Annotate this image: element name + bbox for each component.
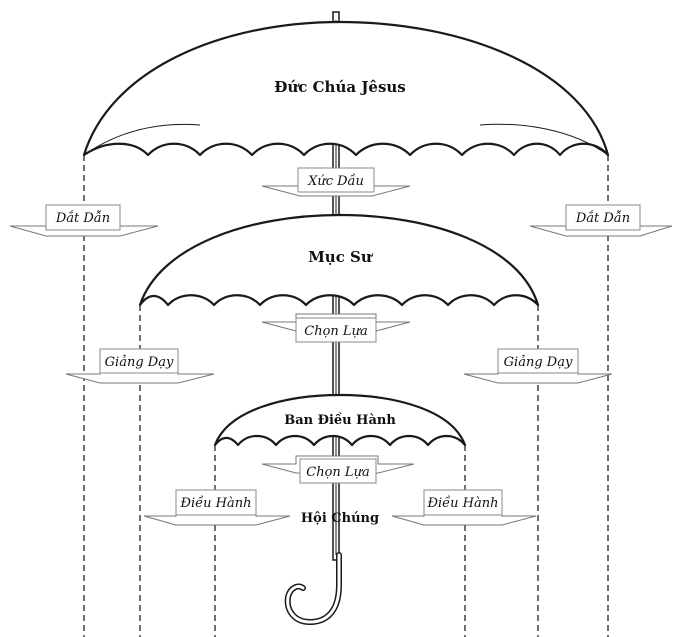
- top-umbrella-title: Đức Chúa Jêsus: [274, 78, 406, 96]
- top-umbrella-canopy: [82, 20, 610, 157]
- lead-left-label: Dắt Dẫn: [55, 210, 110, 226]
- choose-lower-label: Chọn Lựa: [306, 465, 369, 480]
- anoint-label: Xức Dầu: [307, 173, 364, 189]
- middle-umbrella-title: Mục Sư: [308, 248, 374, 266]
- manage-right-label: Điều Hành: [427, 495, 499, 511]
- teach-right-label: Giảng Dạy: [504, 355, 573, 370]
- congregation-title: Hội Chúng: [301, 511, 379, 526]
- teach-left-arrow: Giảng Dạy: [65, 348, 215, 384]
- lead-right-arrow: Dắt Dẫn: [529, 204, 673, 237]
- lead-left-arrow: Dắt Dẫn: [9, 204, 159, 237]
- teach-right-arrow: Giảng Dạy: [463, 348, 613, 384]
- lower-umbrella-canopy: [213, 393, 467, 447]
- choose-middle-arrow: Chọn Lựa: [261, 313, 411, 343]
- manage-right-arrow: Điều Hành: [391, 489, 537, 526]
- lower-umbrella-title: Ban Điều Hành: [284, 412, 396, 428]
- choose-middle-label: Chọn Lựa: [304, 324, 367, 339]
- teach-left-label: Giảng Dạy: [105, 355, 174, 370]
- manage-left-label: Điều Hành: [180, 495, 252, 511]
- anoint-arrow: Xức Dầu: [261, 167, 411, 197]
- middle-umbrella-canopy: [138, 213, 540, 307]
- manage-left-arrow: Điều Hành: [143, 489, 291, 526]
- choose-lower-arrow: Chọn Lựa: [261, 455, 415, 484]
- lead-right-label: Dắt Dẫn: [575, 210, 630, 226]
